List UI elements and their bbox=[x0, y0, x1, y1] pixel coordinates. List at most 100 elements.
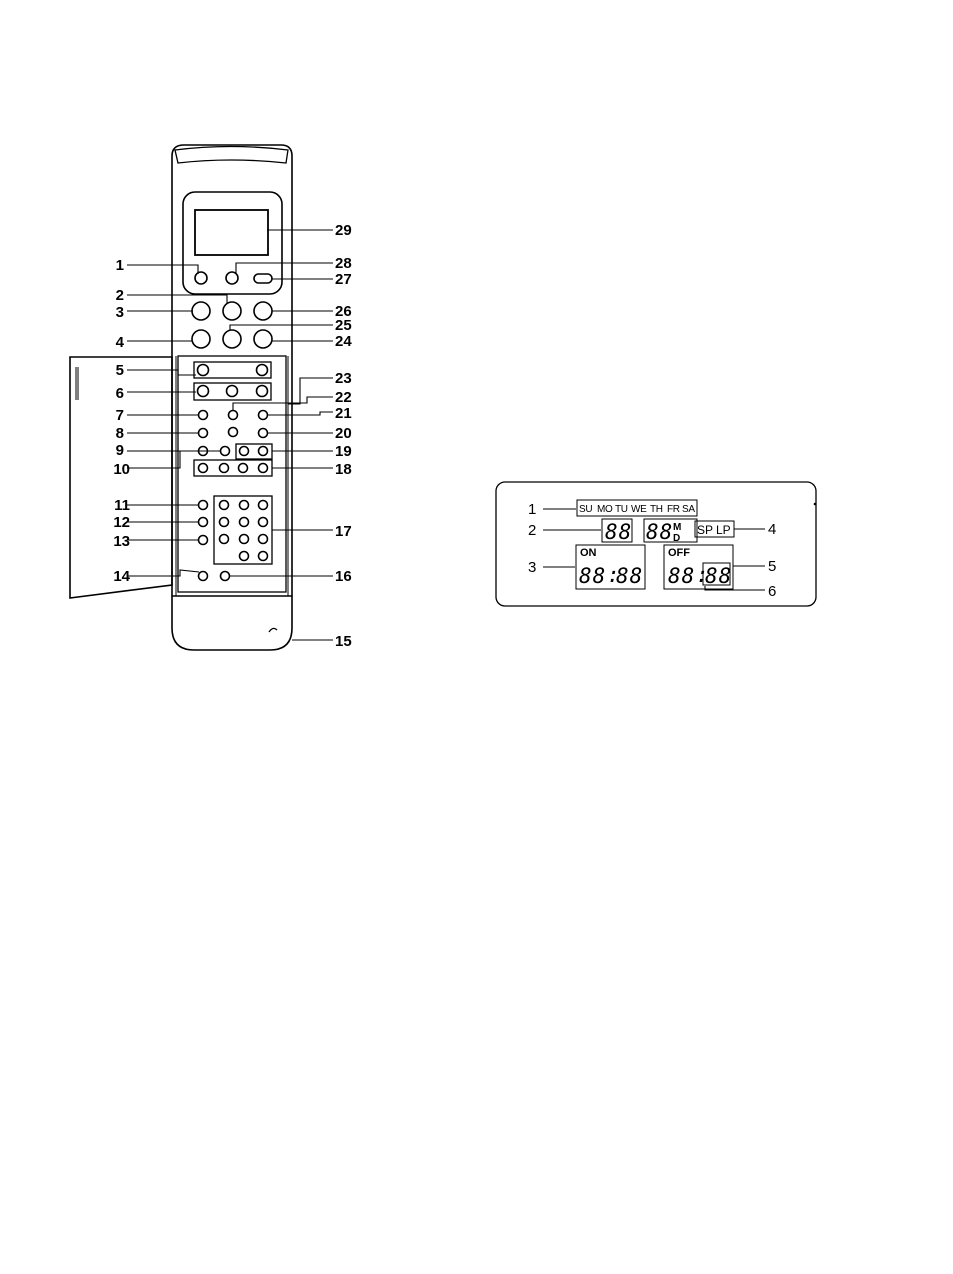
callout-12: 12 bbox=[113, 514, 130, 531]
button-7[interactable] bbox=[199, 411, 208, 420]
callout-numbers-left: 1 2 3 4 5 6 7 8 9 10 11 12 13 14 bbox=[113, 257, 130, 585]
callout-23: 23 bbox=[335, 370, 352, 387]
keypad-key[interactable] bbox=[240, 552, 249, 561]
keypad-key[interactable] bbox=[259, 518, 268, 527]
keypad-key[interactable] bbox=[240, 501, 249, 510]
button-12[interactable] bbox=[199, 518, 208, 527]
button-20[interactable] bbox=[259, 429, 268, 438]
display-callout-4: 4 bbox=[768, 521, 776, 538]
off-minutes: 88 bbox=[705, 564, 732, 588]
callout-16: 16 bbox=[335, 568, 352, 585]
button-19b[interactable] bbox=[259, 447, 268, 456]
button-11[interactable] bbox=[199, 501, 208, 510]
callout-20: 20 bbox=[335, 425, 352, 442]
button-group-18 bbox=[194, 460, 272, 476]
remote-control bbox=[70, 145, 292, 650]
callout-numbers-right: 29 28 27 26 25 24 23 22 21 20 19 18 17 1… bbox=[335, 222, 352, 650]
button-5b[interactable] bbox=[257, 365, 268, 376]
on-hours: 88 bbox=[579, 564, 606, 588]
keypad-key[interactable] bbox=[259, 501, 268, 510]
button-8[interactable] bbox=[199, 429, 208, 438]
keypad-key[interactable] bbox=[220, 518, 229, 527]
button-27[interactable] bbox=[254, 274, 272, 283]
button-4[interactable] bbox=[192, 330, 210, 348]
day-monday: MO bbox=[597, 504, 613, 515]
button-3[interactable] bbox=[192, 302, 210, 320]
off-hours: 88 bbox=[668, 564, 695, 588]
button-22[interactable] bbox=[229, 411, 238, 420]
button-1[interactable] bbox=[195, 272, 207, 284]
callout-22: 22 bbox=[335, 389, 352, 406]
callout-2: 2 bbox=[116, 287, 124, 304]
display-callout-5: 5 bbox=[768, 558, 776, 575]
button-9[interactable] bbox=[221, 447, 230, 456]
callout-11: 11 bbox=[114, 497, 130, 514]
callout-25: 25 bbox=[335, 317, 352, 334]
button-6c[interactable] bbox=[257, 386, 268, 397]
keypad-key[interactable] bbox=[240, 535, 249, 544]
remote-body bbox=[172, 145, 292, 596]
button-18c[interactable] bbox=[239, 464, 248, 473]
button-18a[interactable] bbox=[199, 464, 208, 473]
day-sunday: SU bbox=[579, 504, 592, 515]
button-6a[interactable] bbox=[198, 386, 209, 397]
button-group-19 bbox=[236, 444, 272, 459]
keypad-key[interactable] bbox=[240, 518, 249, 527]
tape-speed-lp: LP bbox=[716, 523, 731, 537]
callout-5: 5 bbox=[116, 362, 124, 379]
button-2[interactable] bbox=[223, 302, 241, 320]
callout-13: 13 bbox=[113, 533, 130, 550]
button-19a[interactable] bbox=[240, 447, 249, 456]
tape-speed-sp: SP bbox=[697, 523, 713, 537]
keypad-key[interactable] bbox=[220, 535, 229, 544]
day-wednesday: WE bbox=[631, 504, 647, 515]
button-24[interactable] bbox=[254, 330, 272, 348]
callout-1: 1 bbox=[116, 257, 124, 274]
display-callout-2: 2 bbox=[528, 522, 536, 539]
keypad-17 bbox=[214, 496, 272, 564]
display-callout-3: 3 bbox=[528, 559, 536, 576]
button-26[interactable] bbox=[254, 302, 272, 320]
keypad-key[interactable] bbox=[259, 535, 268, 544]
callout-14: 14 bbox=[113, 568, 130, 585]
button-5a[interactable] bbox=[198, 365, 209, 376]
callout-19: 19 bbox=[335, 443, 352, 460]
on-minutes: 88 bbox=[616, 564, 643, 588]
button-6b[interactable] bbox=[227, 386, 238, 397]
button-23[interactable] bbox=[259, 411, 268, 420]
callout-29: 29 bbox=[335, 222, 352, 239]
callout-3: 3 bbox=[116, 304, 124, 321]
day-tuesday: TU bbox=[615, 504, 628, 515]
callout-10: 10 bbox=[113, 461, 130, 478]
date-digits: 88 bbox=[605, 520, 632, 544]
clock-digits: 88 bbox=[646, 520, 673, 544]
clock-flag-m: M bbox=[673, 522, 681, 533]
day-thursday: TH bbox=[650, 504, 663, 515]
callout-8: 8 bbox=[116, 425, 124, 442]
button-18d[interactable] bbox=[259, 464, 268, 473]
callout-15: 15 bbox=[335, 633, 352, 650]
button-21[interactable] bbox=[229, 428, 238, 437]
remote-lcd-window bbox=[195, 210, 268, 255]
callout-7: 7 bbox=[116, 407, 124, 424]
remote-top-cap bbox=[175, 147, 288, 164]
keypad-key[interactable] bbox=[259, 552, 268, 561]
off-label: OFF bbox=[668, 547, 690, 559]
remote-bottom bbox=[172, 596, 292, 650]
button-14[interactable] bbox=[199, 572, 208, 581]
callout-17: 17 bbox=[335, 523, 352, 540]
callout-27: 27 bbox=[335, 271, 352, 288]
button-16[interactable] bbox=[221, 572, 230, 581]
callout-18: 18 bbox=[335, 461, 352, 478]
keypad-key[interactable] bbox=[220, 501, 229, 510]
button-25[interactable] bbox=[223, 330, 241, 348]
callout-21: 21 bbox=[335, 405, 352, 422]
button-13[interactable] bbox=[199, 536, 208, 545]
display-callout-6: 6 bbox=[768, 583, 776, 600]
display-callout-1: 1 bbox=[528, 501, 536, 518]
clock-flag-d: D bbox=[673, 533, 680, 544]
button-18b[interactable] bbox=[220, 464, 229, 473]
display-detail: SU MO TU WE TH FR SA 88 88 M D SP LP ON … bbox=[496, 482, 816, 606]
day-saturday: SA bbox=[682, 504, 695, 515]
